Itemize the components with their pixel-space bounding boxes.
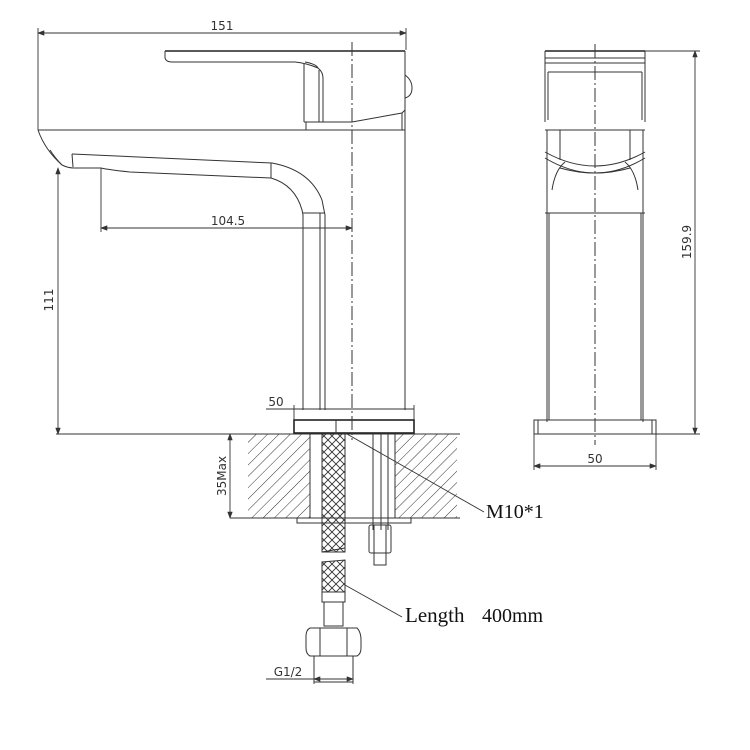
dimension-max-thickness: 35Max	[215, 433, 233, 519]
dim-159-9-label: 159.9	[680, 225, 694, 259]
dim-151-label: 151	[211, 19, 234, 33]
flexible-hose	[305, 433, 362, 683]
dimension-spout-reach: 104.5	[100, 168, 353, 232]
mounting-stud	[368, 434, 392, 566]
dim-111-label: 111	[42, 289, 56, 312]
faucet-body	[37, 51, 415, 434]
dimension-inlet-thread: G1/2	[266, 665, 354, 684]
front-view: 151	[37, 19, 544, 684]
side-view: 159.9 50	[533, 44, 700, 470]
dim-35max-label: 35Max	[215, 456, 229, 496]
dimension-overall-length: 151	[37, 19, 407, 130]
dimension-spout-height: 111	[42, 167, 294, 435]
hose-length-word: Length	[405, 603, 465, 627]
dimension-base-width-front: 50	[266, 395, 415, 420]
countertop-section	[230, 433, 460, 524]
dimension-overall-height: 159.9	[645, 50, 700, 435]
callout-hose-length: Length 400mm	[344, 584, 544, 627]
handle-lever	[164, 50, 413, 130]
dim-50-front-label: 50	[268, 395, 283, 409]
dimension-base-width-side: 50	[533, 434, 657, 470]
hose-length-value: 400mm	[482, 605, 544, 627]
dim-104-5-label: 104.5	[211, 214, 245, 228]
dim-50-side-label: 50	[587, 452, 602, 466]
m10-label: M10*1	[486, 501, 544, 523]
callout-mounting-stud: M10*1	[346, 433, 544, 523]
dim-g1-2-label: G1/2	[274, 665, 303, 679]
